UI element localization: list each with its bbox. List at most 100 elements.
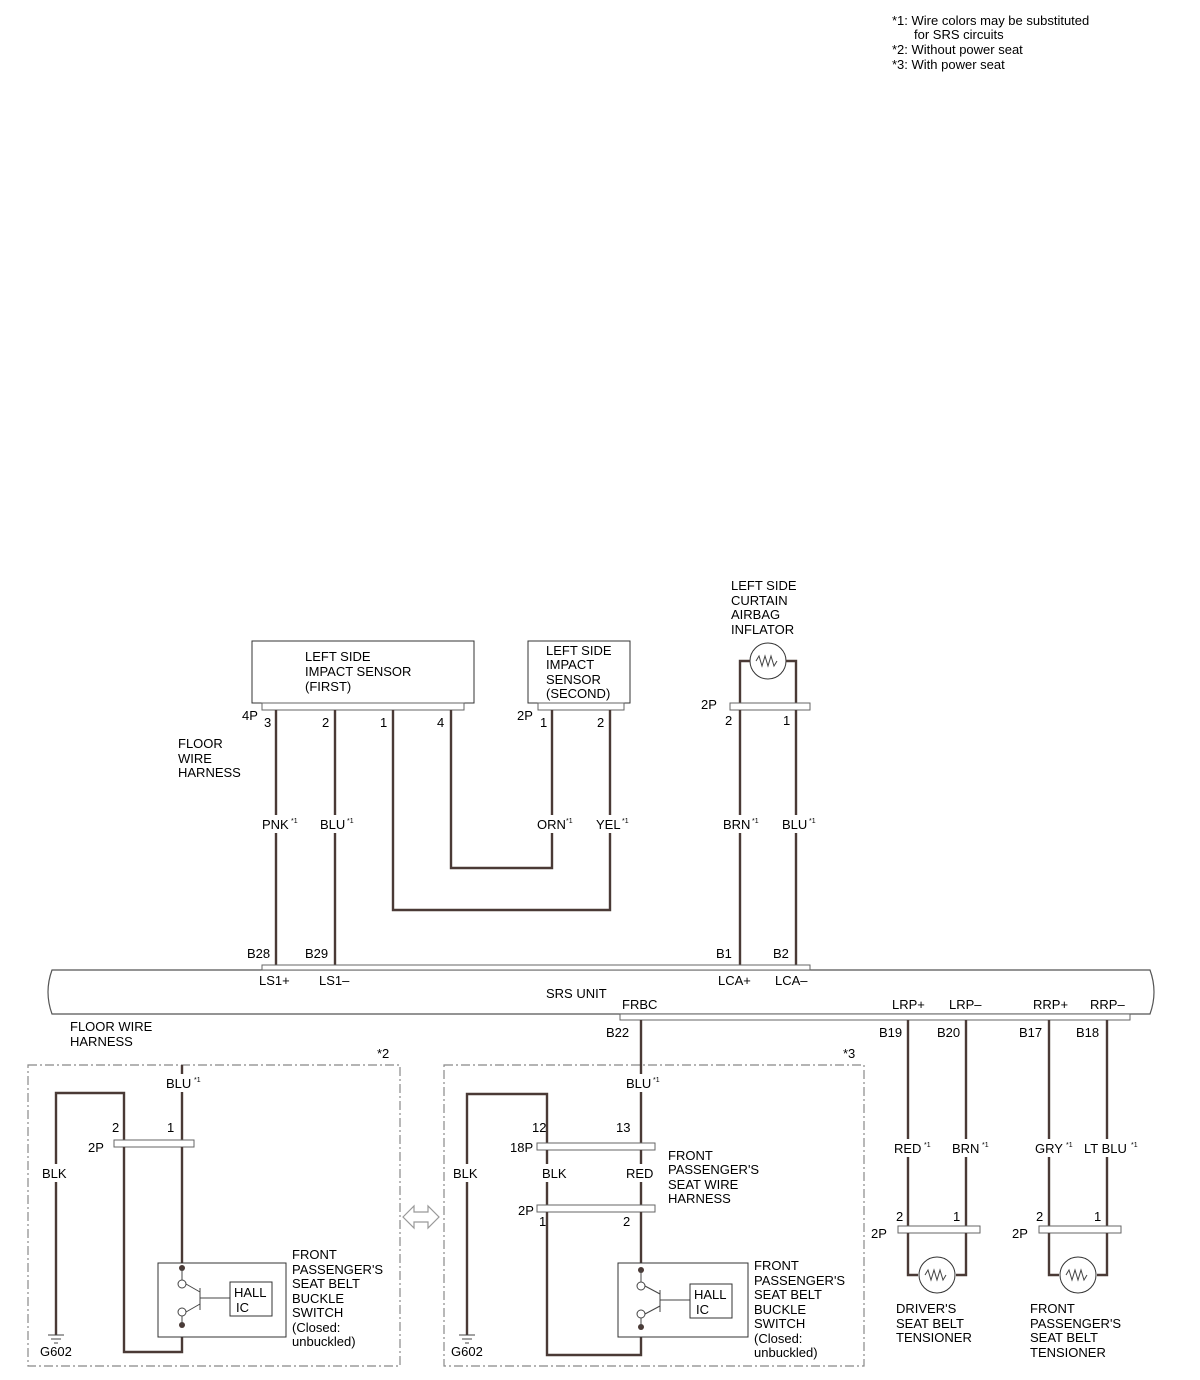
left-side-impact-sensor-first: LEFT SIDE IMPACT SENSOR (FIRST) 4P 3 2 1… [242, 640, 475, 730]
svg-text:WIRE: WIRE [178, 751, 212, 766]
svg-text:PASSENGER'S: PASSENGER'S [754, 1273, 845, 1288]
svg-text:*1: *1 [194, 1077, 201, 1084]
note-3: *3: With power seat [892, 57, 1005, 72]
svg-text:IMPACT: IMPACT [546, 657, 594, 672]
svg-text:FRONT: FRONT [1030, 1301, 1075, 1316]
svg-text:*1: *1 [1131, 1142, 1138, 1149]
svg-text:DRIVER'S: DRIVER'S [896, 1301, 957, 1316]
svg-text:HARNESS: HARNESS [70, 1034, 133, 1049]
svg-text:(FIRST): (FIRST) [305, 679, 351, 694]
svg-text:INFLATOR: INFLATOR [731, 622, 794, 637]
svg-text:BUCKLE: BUCKLE [292, 1291, 344, 1306]
svg-text:2P: 2P [871, 1226, 887, 1241]
svg-text:1: 1 [783, 713, 790, 728]
svg-text:FLOOR WIRE: FLOOR WIRE [70, 1019, 153, 1034]
svg-text:IC: IC [696, 1302, 709, 1317]
ground-g602: G602 [40, 1344, 72, 1359]
svg-text:2: 2 [1036, 1209, 1043, 1224]
svg-text:LCA+: LCA+ [718, 973, 751, 988]
svg-text:FRONT: FRONT [754, 1258, 799, 1273]
ground-icon [48, 1334, 64, 1344]
svg-text:BLU: BLU [626, 1076, 651, 1091]
hall-ic: HALL [234, 1285, 267, 1300]
left-side-impact-sensor-second: LEFT SIDE IMPACT SENSOR (SECOND) 2P 1 2 [517, 640, 631, 730]
svg-text:SEAT WIRE: SEAT WIRE [668, 1177, 739, 1192]
svg-text:1: 1 [540, 715, 547, 730]
svg-text:IMPACT SENSOR: IMPACT SENSOR [305, 664, 411, 679]
svg-text:SWITCH: SWITCH [754, 1316, 805, 1331]
connector-2p: 2P [701, 697, 717, 712]
svg-text:B1: B1 [716, 946, 732, 961]
with-power-seat-circuit: *3 BLU *1 BLK 18P 12 13 BLK RED 2P 1 2 F… [443, 1020, 865, 1367]
svg-text:BLK: BLK [453, 1166, 478, 1181]
svg-text:1: 1 [167, 1120, 174, 1135]
svg-text:4: 4 [437, 715, 444, 730]
buckle-switch-label: FRONT PASSENGER'S SEAT BELT BUCKLE SWITC… [292, 1247, 383, 1349]
alternative-arrow-icon [402, 1204, 440, 1230]
svg-text:B28: B28 [247, 946, 270, 961]
floor-wire-harness-label-top: FLOOR WIRE HARNESS [178, 736, 241, 780]
svg-text:IC: IC [236, 1300, 249, 1315]
top-wire-labels: PNK *1 BLU *1 ORN *1 YEL *1 BRN *1 BLU *… [258, 815, 821, 833]
svg-text:2P: 2P [1012, 1226, 1028, 1241]
svg-text:PASSENGER'S: PASSENGER'S [668, 1162, 759, 1177]
svg-text:TENSIONER: TENSIONER [896, 1330, 972, 1345]
wire-blu: BLU [782, 817, 807, 832]
svg-text:*1: *1 [347, 818, 354, 825]
svg-text:*1: *1 [924, 1142, 931, 1149]
svg-text:2: 2 [112, 1120, 119, 1135]
svg-text:TENSIONER: TENSIONER [1030, 1345, 1106, 1360]
svg-text:SEAT BELT: SEAT BELT [754, 1287, 822, 1302]
svg-text:SEAT BELT: SEAT BELT [896, 1316, 964, 1331]
svg-text:2P: 2P [518, 1203, 534, 1218]
note-1-cont: for SRS circuits [914, 27, 1004, 42]
svg-text:*1: *1 [566, 818, 573, 825]
svg-text:LCA–: LCA– [775, 973, 808, 988]
wire-brn: BRN [723, 817, 750, 832]
ground-icon [459, 1334, 475, 1344]
svg-text:FLOOR: FLOOR [178, 736, 223, 751]
wire-blu: BLU [320, 817, 345, 832]
svg-text:B22: B22 [606, 1025, 629, 1040]
svg-text:B19: B19 [879, 1025, 902, 1040]
svg-text:SEAT BELT: SEAT BELT [292, 1276, 360, 1291]
svg-text:2P: 2P [88, 1140, 104, 1155]
svg-text:B20: B20 [937, 1025, 960, 1040]
svg-text:2: 2 [725, 713, 732, 728]
footnotes: *1: Wire colors may be substituted for S… [892, 13, 1089, 72]
svg-text:RRP–: RRP– [1090, 997, 1125, 1012]
svg-text:RRP+: RRP+ [1033, 997, 1068, 1012]
svg-text:12: 12 [532, 1120, 546, 1135]
svg-text:BLU: BLU [166, 1076, 191, 1091]
svg-text:*1: *1 [622, 818, 629, 825]
wire-lt-blu: LT BLU [1084, 1141, 1127, 1156]
drivers-seat-belt-tensioner: RED *1 BRN *1 2P 2 1 DRIVER'S SEAT BELT … [871, 1020, 992, 1345]
svg-text:B2: B2 [773, 946, 789, 961]
svg-text:FRONT: FRONT [292, 1247, 337, 1262]
note-ref-3: *3 [843, 1046, 855, 1061]
connector-2p: 2P [517, 708, 533, 723]
svg-text:RED: RED [626, 1166, 653, 1181]
svg-text:CURTAIN: CURTAIN [731, 593, 788, 608]
svg-text:2: 2 [623, 1214, 630, 1229]
left-side-curtain-airbag-inflator: LEFT SIDE CURTAIN AIRBAG INFLATOR 2P 2 1 [701, 578, 811, 728]
svg-text:BLK: BLK [42, 1166, 67, 1181]
svg-text:*1: *1 [291, 818, 298, 825]
svg-text:*1: *1 [752, 818, 759, 825]
svg-text:LRP+: LRP+ [892, 997, 925, 1012]
svg-text:(SECOND): (SECOND) [546, 686, 610, 701]
svg-text:BLK: BLK [542, 1166, 567, 1181]
svg-text:B17: B17 [1019, 1025, 1042, 1040]
ground-g602: G602 [451, 1344, 483, 1359]
svg-text:LS1–: LS1– [319, 973, 350, 988]
without-power-seat-circuit: *2 BLU *1 BLK 2P 2 1 HALL IC [27, 1046, 401, 1367]
svg-text:unbuckled): unbuckled) [292, 1334, 356, 1349]
svg-text:LEFT SIDE: LEFT SIDE [305, 649, 371, 664]
svg-text:LEFT SIDE: LEFT SIDE [731, 578, 797, 593]
svg-text:*1: *1 [1066, 1142, 1073, 1149]
svg-text:3: 3 [264, 715, 271, 730]
top-wires [274, 710, 798, 965]
wire-brn: BRN [952, 1141, 979, 1156]
floor-wire-harness-label-bottom: FLOOR WIRE HARNESS [70, 1019, 153, 1049]
